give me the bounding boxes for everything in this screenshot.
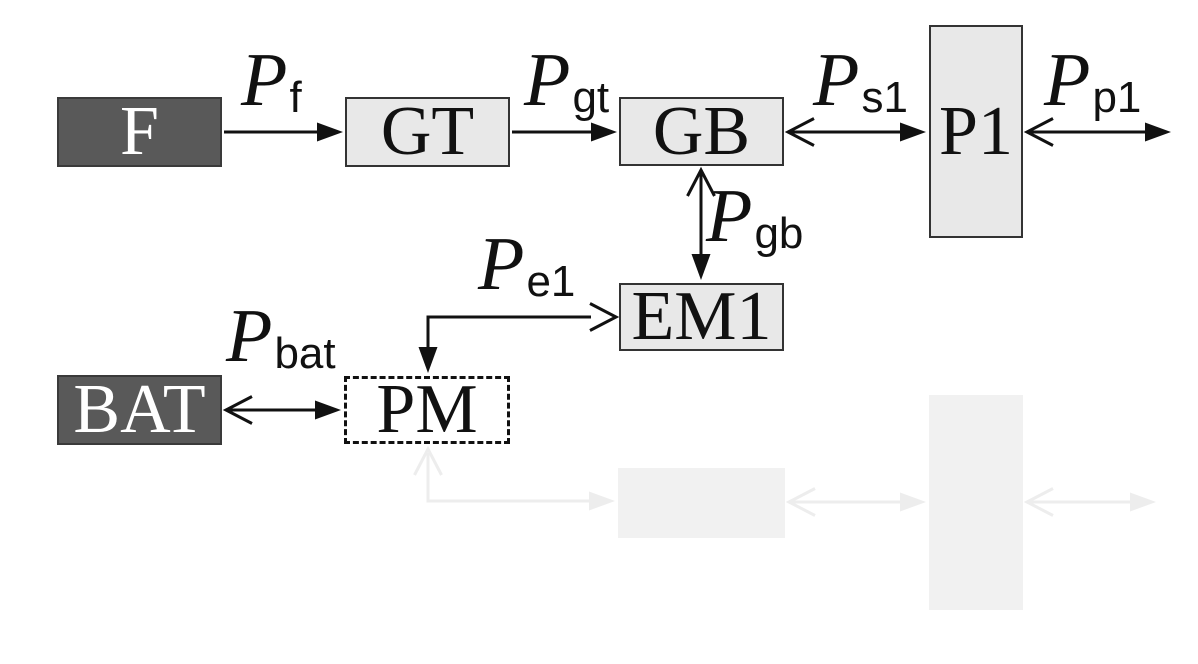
flow-label-pf: Pf: [241, 42, 302, 120]
ghost-arrow-pm-em: [413, 445, 615, 511]
flow-label-pbat: Pbat: [226, 298, 336, 376]
ghost-arrow-em-p: [785, 487, 926, 517]
pe1-arrowhead-down-icon: [418, 347, 438, 373]
block-gb: GB: [619, 92, 784, 170]
arrow-pp1: [1023, 117, 1171, 147]
ghost-elbow-line: [426, 453, 590, 503]
arrow-pgb: [686, 166, 716, 280]
block-pm-label: PM: [376, 371, 478, 448]
pe1-chevron-right-icon: [589, 302, 620, 332]
block-p1-label: P1: [939, 92, 1013, 170]
ps1-arrowhead-right-icon: [900, 122, 926, 142]
ghost-block-em: [618, 468, 785, 538]
block-em1: EM1: [619, 278, 784, 355]
flow-label-pf-sub: f: [289, 73, 302, 122]
ghost-arrow-p-out: [1023, 487, 1156, 517]
block-em1-label: EM1: [631, 278, 772, 355]
flow-label-pgb-sub: gb: [754, 209, 804, 258]
block-bat-label: BAT: [73, 371, 206, 448]
arrow-pgt: [512, 122, 617, 142]
pgb-arrowhead-down-icon: [691, 254, 711, 280]
pf-arrowhead-right-icon: [317, 122, 343, 142]
ghost-arrowhead-right-icon: [900, 492, 926, 512]
block-f: F: [57, 97, 222, 167]
flow-label-pgt-base: P: [524, 38, 571, 122]
flow-label-pe1-base: P: [478, 222, 525, 306]
flow-label-pp1: Pp1: [1044, 42, 1141, 120]
arrow-pf: [224, 122, 343, 142]
block-f-label: F: [120, 93, 159, 170]
arrow-ps1: [784, 117, 926, 147]
pbat-arrowhead-right-icon: [315, 400, 341, 420]
block-gt: GT: [345, 97, 510, 167]
flow-label-pe1: Pe1: [478, 226, 575, 304]
pe1-elbow-line: [426, 315, 591, 347]
ghost-arrowhead-right-icon: [589, 491, 615, 511]
flow-label-pe1-sub: e1: [526, 257, 576, 306]
flow-label-pbat-base: P: [226, 294, 273, 378]
flow-label-pgt: Pgt: [524, 42, 609, 120]
flow-label-ps1-base: P: [813, 38, 860, 122]
flow-label-ps1-sub: s1: [861, 73, 908, 122]
ghost-arrowhead-right-icon: [1130, 492, 1156, 512]
flow-label-pgt-sub: gt: [572, 73, 610, 122]
block-pm: PM: [344, 371, 510, 448]
flow-label-pp1-base: P: [1044, 38, 1091, 122]
flow-label-pgb-base: P: [706, 174, 753, 258]
flow-label-pf-base: P: [241, 38, 288, 122]
ghost-chevron-up-icon: [413, 445, 443, 476]
flow-label-pp1-sub: p1: [1092, 73, 1142, 122]
pgt-arrowhead-right-icon: [591, 122, 617, 142]
flow-label-ps1: Ps1: [813, 42, 908, 120]
block-p1: P1: [929, 25, 1023, 238]
arrow-pbat: [222, 395, 341, 425]
pp1-arrowhead-right-icon: [1145, 122, 1171, 142]
block-bat: BAT: [57, 375, 222, 445]
block-gb-label: GB: [652, 92, 751, 170]
arrow-pe1: [418, 302, 620, 373]
ghost-block-p: [929, 395, 1023, 610]
flow-label-pgb: Pgb: [706, 178, 803, 256]
flow-label-pbat-sub: bat: [274, 329, 336, 378]
block-gt-label: GT: [380, 93, 475, 170]
